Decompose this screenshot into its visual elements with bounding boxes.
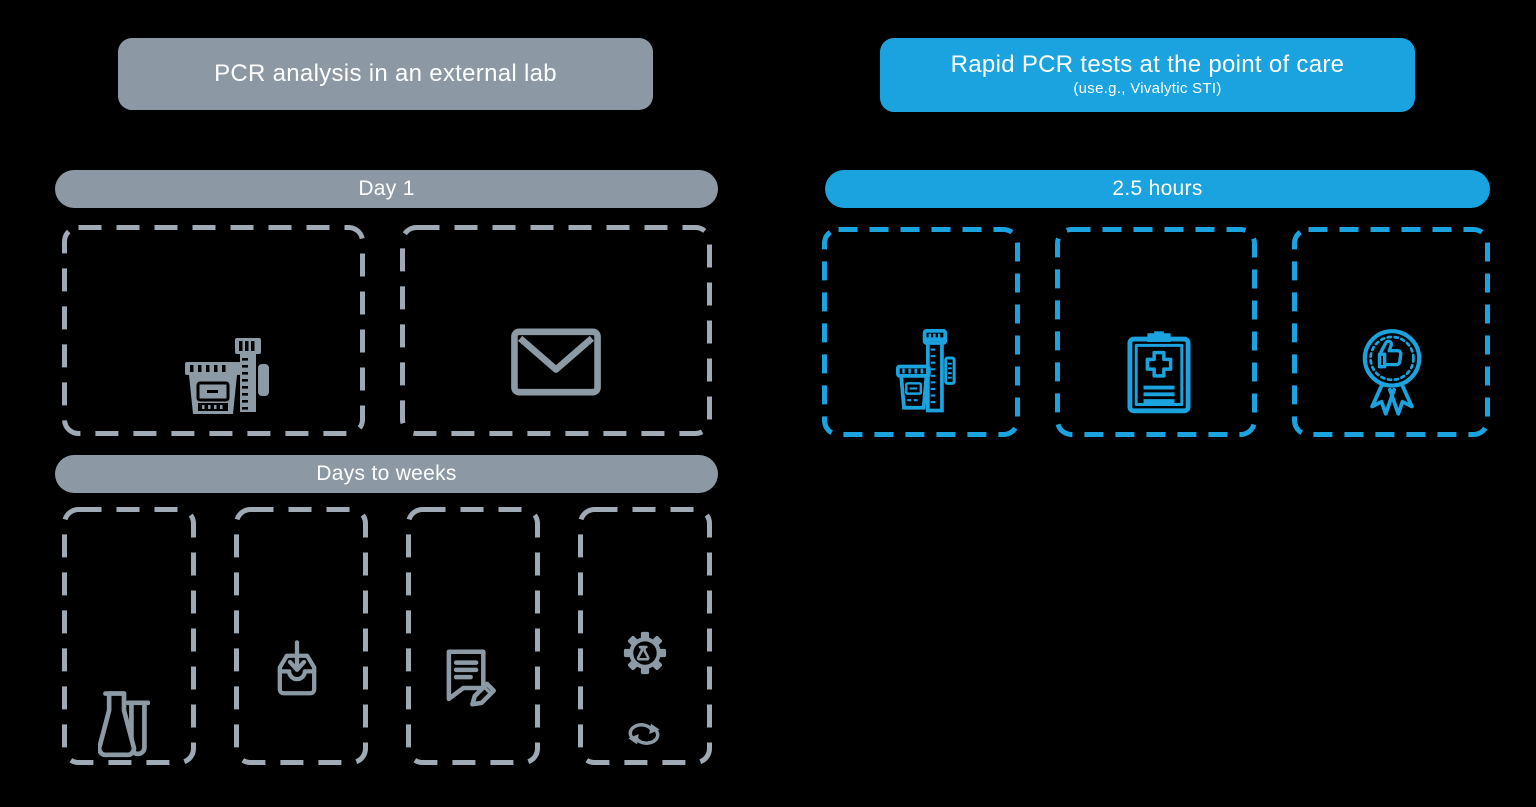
stage-label-day1: Day 1 <box>55 170 718 208</box>
step-box-medical-report <box>1055 227 1257 437</box>
step-box-lab-analysis <box>62 507 196 765</box>
lab-flasks-icon <box>96 689 151 765</box>
medical-report-icon <box>1127 331 1191 415</box>
rapid-test-icon <box>896 328 956 418</box>
automation-gear-icon <box>623 631 667 675</box>
step-box-quality-result <box>1292 227 1490 437</box>
stage-label-day1-text: Day 1 <box>358 177 415 200</box>
stage-label-2-5-hours: 2.5 hours <box>825 170 1490 208</box>
left-header-text: PCR analysis in an external lab <box>214 59 557 87</box>
stage-label-days-to-weeks: Days to weeks <box>55 455 718 493</box>
right-header-subtext: (use.g., Vivalytic STI) <box>1073 80 1222 98</box>
repeat-icon <box>625 720 663 748</box>
step-box-mail-to-lab <box>400 225 712 436</box>
stage-label-days-to-weeks-text: Days to weeks <box>316 462 457 485</box>
left-column-header: PCR analysis in an external lab <box>118 38 653 110</box>
step-box-sample-collection <box>62 225 365 436</box>
quality-badge-icon <box>1354 327 1430 419</box>
envelope-icon <box>510 328 602 396</box>
step-box-report-writing <box>406 507 540 765</box>
step-box-retesting-loop <box>578 507 712 765</box>
report-edit-icon <box>438 648 496 708</box>
step-box-sample-receipt <box>234 507 368 765</box>
step-box-rapid-test <box>822 227 1020 437</box>
right-column-header: Rapid PCR tests at the point of care (us… <box>880 38 1415 112</box>
sample-collection-icon <box>185 332 269 414</box>
receive-sample-icon <box>272 639 322 699</box>
stage-label-2-5-hours-text: 2.5 hours <box>1112 177 1203 200</box>
right-header-text: Rapid PCR tests at the point of care <box>950 51 1345 79</box>
